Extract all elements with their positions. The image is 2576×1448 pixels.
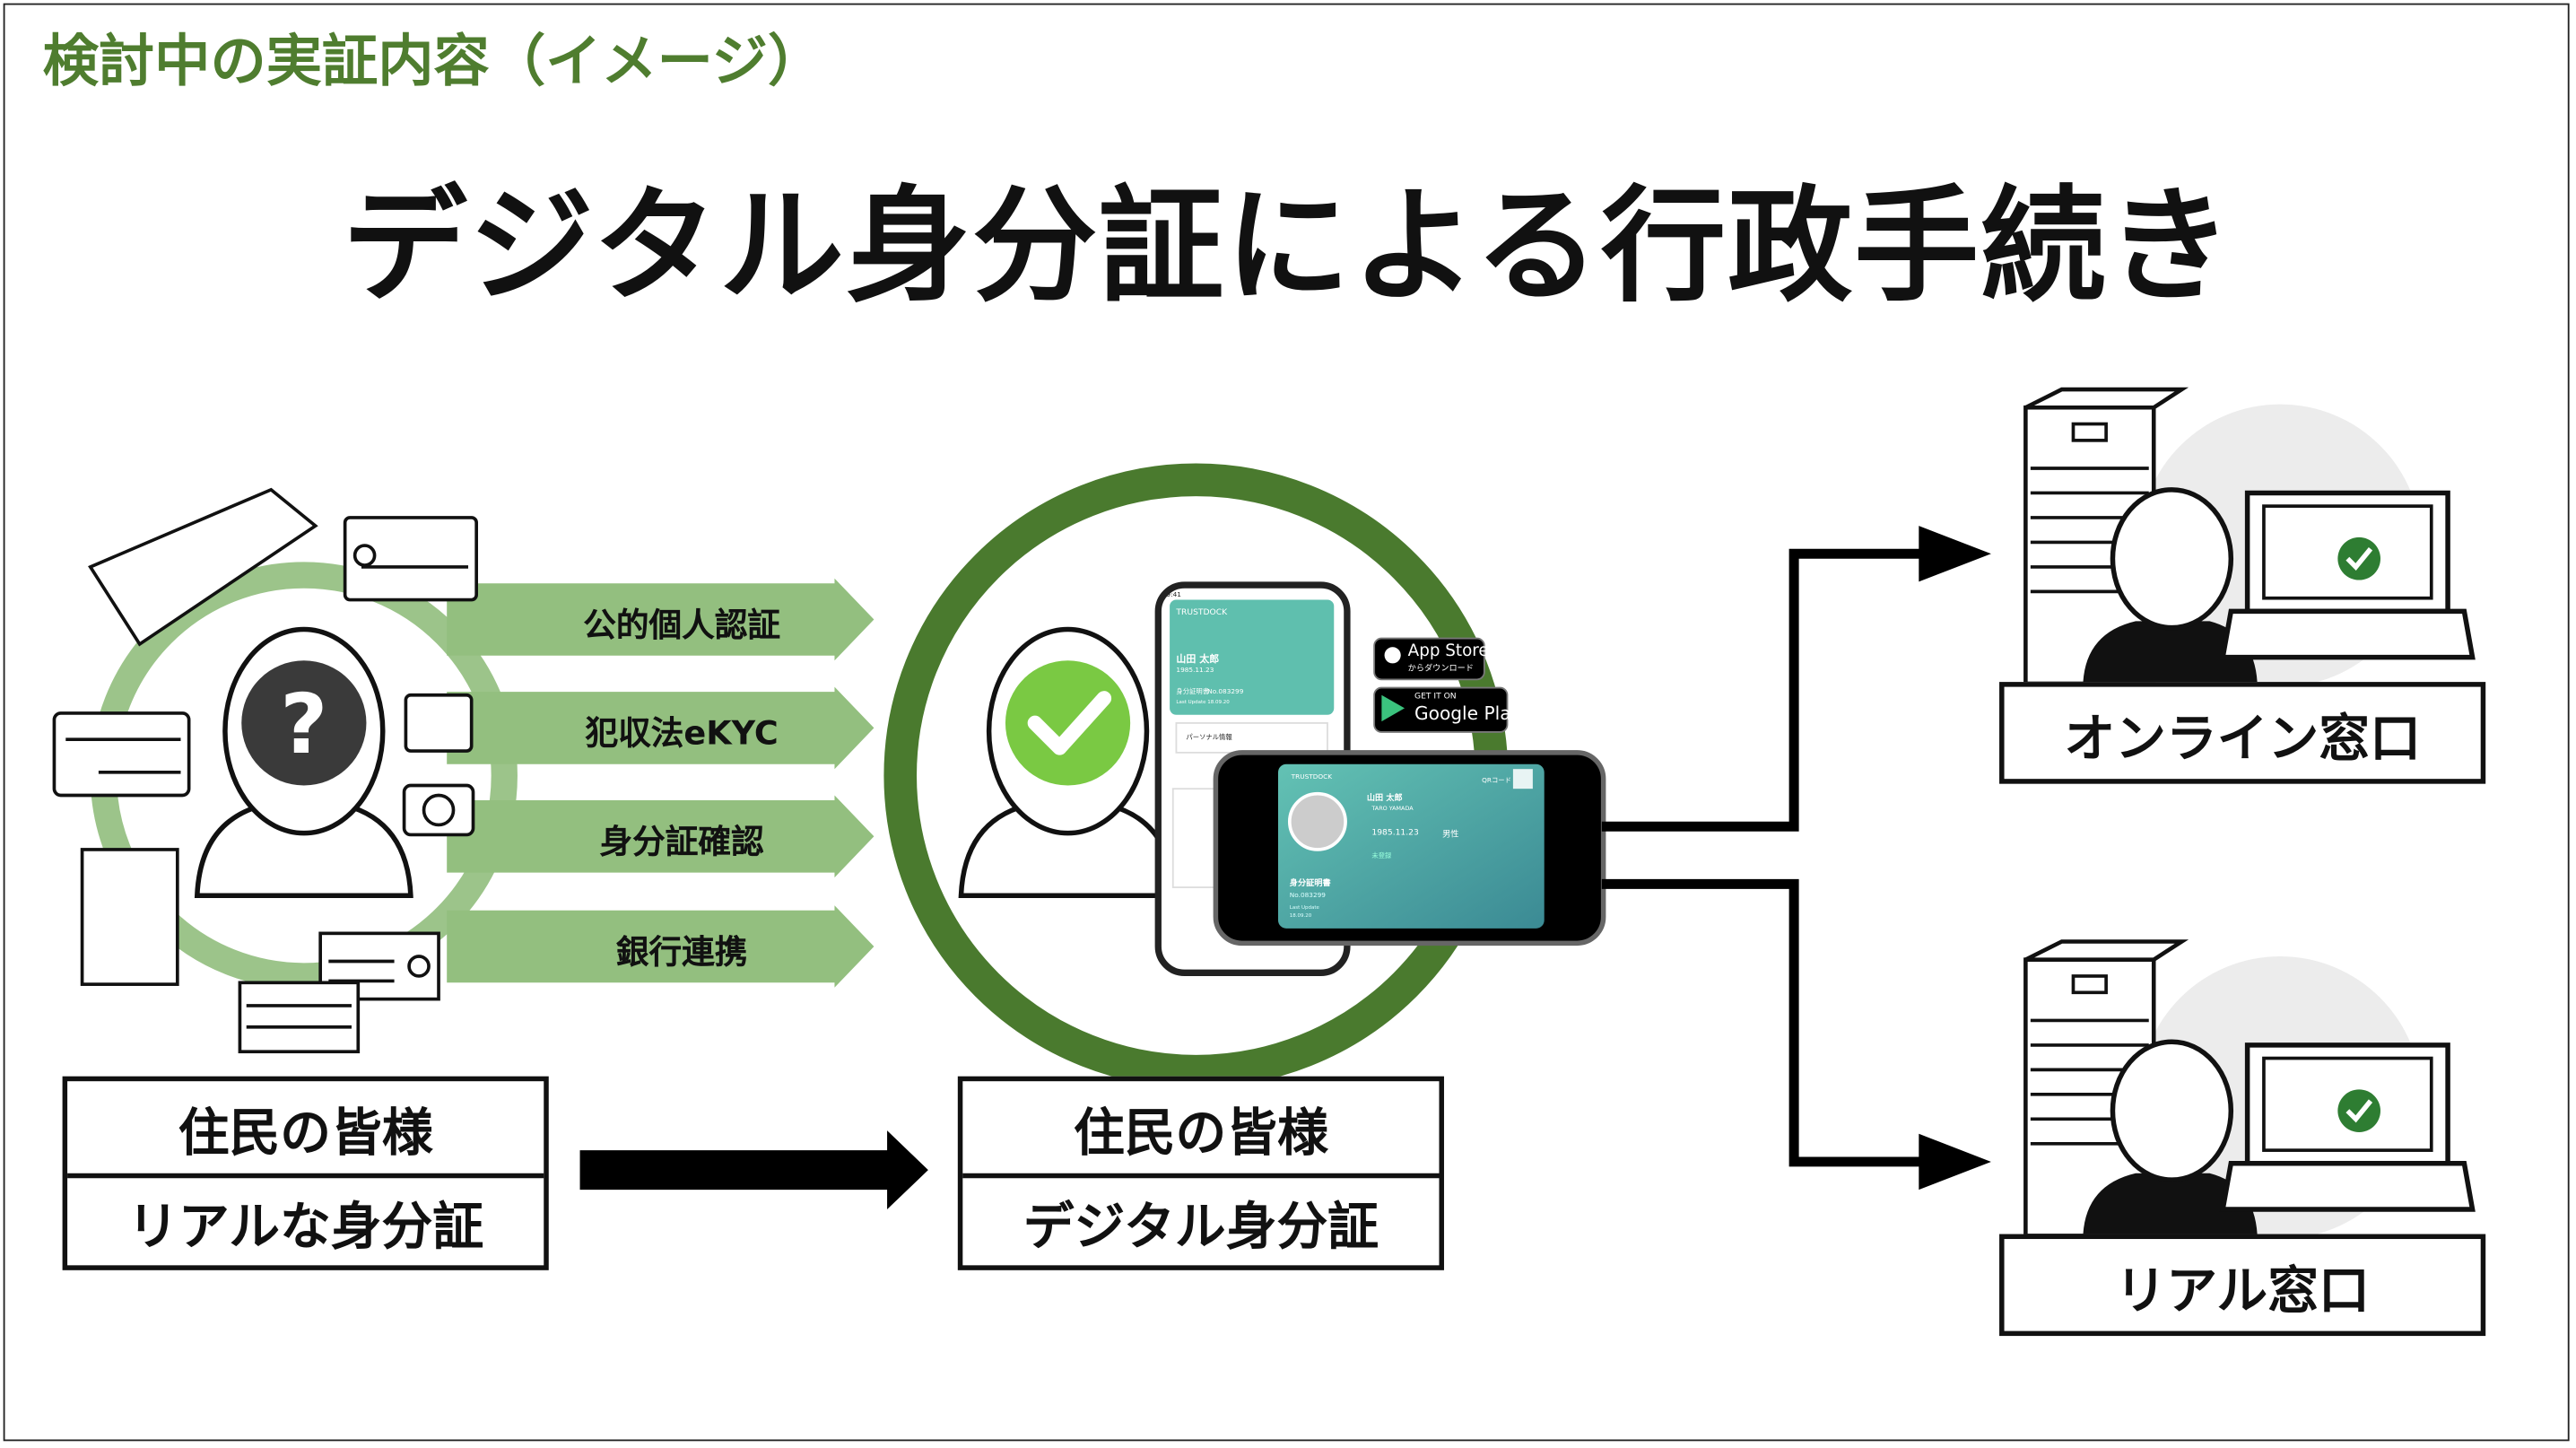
svg-text:?: ? (280, 676, 327, 772)
real-counter-label: リアル窓口 (2115, 1260, 2370, 1321)
middle-label-box: 住民の皆様 デジタル身分証 (957, 1076, 1444, 1270)
app-store-badge[interactable]: ● App Store からダウンロード (1373, 637, 1489, 681)
left-box-line2: リアルな身分証 (67, 1173, 544, 1266)
portrait-brand: TRUSTDOCK (1176, 607, 1228, 618)
sim-chip-icon (404, 693, 474, 753)
portrait-menu[interactable]: パーソナル情報 (1186, 732, 1232, 742)
bank-card-icon (52, 711, 191, 798)
arrow-1 (447, 578, 875, 661)
portrait-name: 山田 太郎 (1176, 653, 1220, 666)
arrow-2 (447, 686, 875, 770)
portrait-doc: 身分証明書 (1176, 686, 1210, 695)
middle-box-line1: 住民の皆様 (1073, 1103, 1328, 1163)
landscape-gender: 男性 (1442, 829, 1459, 840)
check-icon (2337, 536, 2380, 580)
landscape-name-en: TARO YAMADA (1371, 805, 1414, 812)
online-counter-label: オンライン窓口 (2064, 709, 2421, 769)
person-check-icon (958, 626, 1178, 898)
landscape-dob: 1985.11.23 (1371, 828, 1419, 839)
person-question-icon: ? (194, 626, 413, 898)
photo-id-icon (80, 848, 179, 986)
online-counter-box: オンライン窓口 (1999, 682, 2486, 784)
arrow-to-real (1919, 1133, 1991, 1191)
clerk-icon (2083, 621, 2258, 683)
middle-box-line2: デジタル身分証 (962, 1173, 1440, 1266)
arrow-3 (447, 795, 875, 878)
real-counter-scene (2025, 942, 2472, 1240)
portrait-updated: Last Update 18.09.20 (1176, 698, 1230, 705)
apple-icon: ● (1383, 642, 1402, 667)
portrait-time: 9:41 (1166, 589, 1181, 598)
left-arrows (447, 578, 875, 988)
id-document-icons (52, 487, 478, 1054)
play-icon (1381, 694, 1405, 722)
left-box-line1: 住民の皆様 (178, 1103, 433, 1163)
landscape-brand: TRUSTDOCK (1291, 772, 1333, 781)
license-card-icon (343, 516, 478, 602)
connector-lines (1601, 548, 1931, 1167)
left-label-box: 住民の皆様 リアルな身分証 (62, 1076, 549, 1270)
online-counter-scene (2023, 387, 2476, 687)
portrait-no: No.083299 (1207, 686, 1244, 695)
phone-landscape (1213, 750, 1606, 946)
passport-icon (88, 487, 318, 647)
landscape-address: 未登録 (1371, 850, 1392, 859)
google-play-badge[interactable]: GET IT ON Google Play (1373, 686, 1521, 733)
arrow-to-online (1919, 526, 1991, 582)
landscape-doc: 身分証明書 (1289, 878, 1331, 889)
landscape-no: No.083299 (1289, 890, 1326, 899)
arrow-label-4: 銀行連携 (615, 931, 748, 972)
landscape-qr: QRコード (1482, 775, 1511, 784)
real-counter-box: リアル窓口 (1999, 1234, 2486, 1337)
card-stack-icon-2 (238, 981, 361, 1054)
slide-frame (3, 3, 2570, 1442)
arrow-label-2: 犯収法eKYC (585, 712, 779, 753)
landscape-updated: 18.09.20 (1289, 912, 1312, 919)
subtitle: 検討中の実証内容（イメージ） (42, 29, 824, 96)
arrow-4 (447, 905, 875, 988)
page-title: デジタル身分証による行政手続き (342, 172, 2234, 319)
portrait-dob: 1985.11.23 (1176, 665, 1214, 674)
transition-arrow (579, 1130, 928, 1210)
landscape-updated-label: Last Update (1289, 903, 1319, 911)
arrow-label-1: 公的個人認証 (583, 605, 781, 644)
arrow-label-3: 身分証確認 (599, 821, 764, 861)
landscape-name: 山田 太郎 (1366, 793, 1403, 804)
